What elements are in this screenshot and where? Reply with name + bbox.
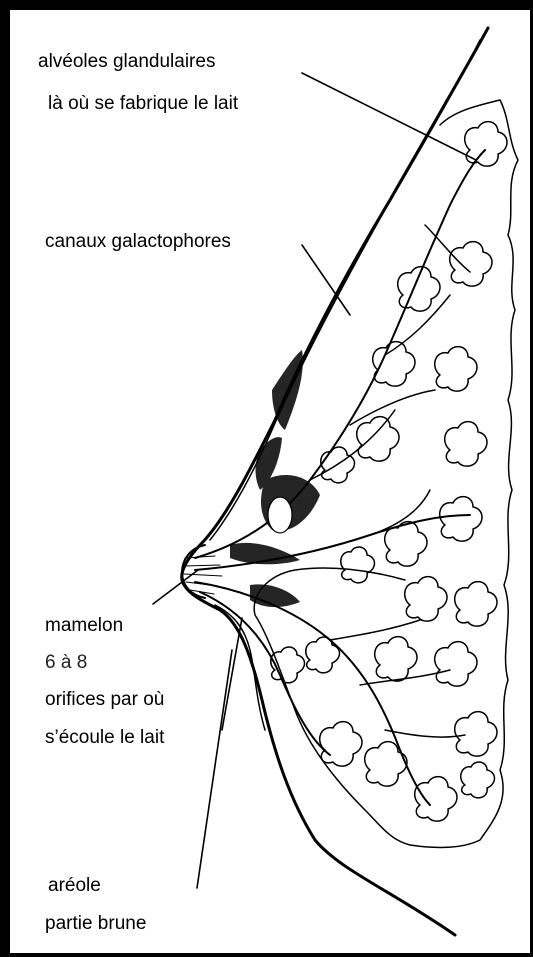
duct-branch-g [385,730,465,737]
label-alveoles-line1: alvéoles glandulaires [38,52,215,71]
breast-anatomy-illustration [10,10,530,953]
duct-branch-d [370,490,430,535]
duct-branch-c [385,295,450,355]
label-areole-line2: partie brune [45,914,146,933]
diagram-frame: alvéoles glandulaires là où se fabrique … [10,10,530,953]
label-canaux: canaux galactophores [45,232,231,251]
gland-tissue-outline [254,100,518,847]
label-alveoles-line2: là où se fabrique le lait [48,94,238,113]
duct-branch-e [330,620,420,640]
label-orifices-count: 6 à 8 [45,653,87,672]
label-areole-line1: aréole [48,876,101,895]
label-orifices-line2: s’écoule le lait [45,728,164,747]
leader-areole [197,650,232,888]
alveolar-lobules [271,122,507,822]
leader-mamelon [153,570,198,604]
label-mamelon: mamelon [45,616,123,635]
lactiferous-sinus [268,497,292,533]
label-orifices-line1: orifices par où [45,690,164,709]
duct-branch-b [350,390,435,425]
nipple-stripes [184,556,222,594]
leader-orifices [222,618,242,730]
